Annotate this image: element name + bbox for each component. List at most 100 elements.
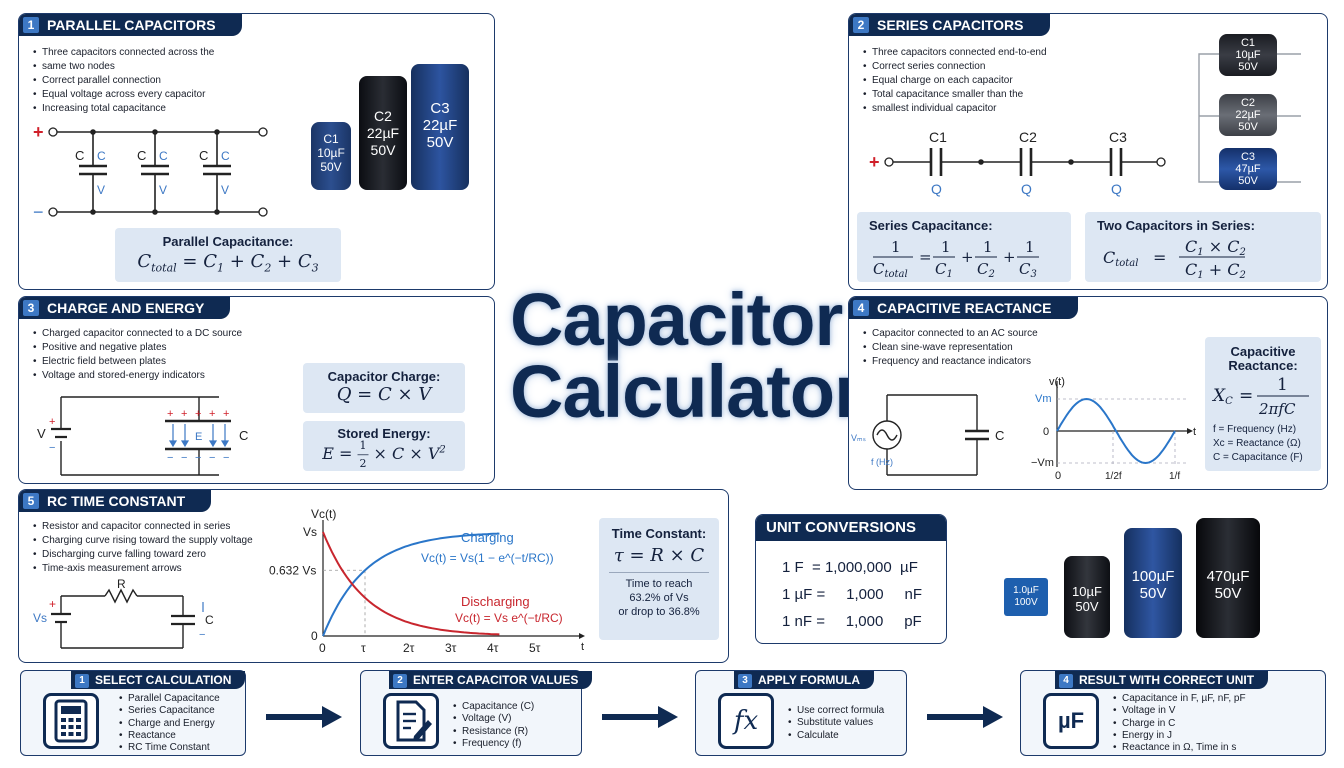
plus-terminal: + bbox=[33, 122, 44, 142]
svg-text:+: + bbox=[223, 408, 229, 420]
bullet-list: Capacitor connected to an AC source Clea… bbox=[863, 327, 1083, 369]
bullet-item: Electric field between plates bbox=[33, 355, 283, 369]
svg-text:1: 1 bbox=[1277, 375, 1288, 395]
step-item: Resistance (R) bbox=[453, 726, 534, 739]
legend-item: Xc = Reactance (Ω) bbox=[1213, 438, 1301, 449]
svg-text:C3: C3 bbox=[1019, 260, 1037, 280]
x-tick-label: 4τ bbox=[487, 641, 499, 655]
bullet-item: Time-axis measurement arrows bbox=[33, 562, 283, 576]
step-number: 1 bbox=[75, 674, 89, 688]
svg-text:1: 1 bbox=[941, 238, 951, 256]
step-title-text: ENTER CAPACITOR VALUES bbox=[413, 673, 579, 687]
svg-text:−: − bbox=[195, 452, 201, 464]
capacitor-value: 22µF bbox=[422, 117, 458, 134]
unit-name: µF bbox=[900, 559, 918, 576]
x-tick-label: 2τ bbox=[403, 641, 415, 655]
energy-formula: E = 1―2 × C × V2 bbox=[322, 439, 446, 470]
step-list: Use correct formula Substitute values Ca… bbox=[788, 705, 884, 742]
resistor-label: R bbox=[117, 577, 126, 591]
step-number: 4 bbox=[1059, 674, 1073, 688]
bullet-item: Frequency and reactance indicators bbox=[863, 355, 1083, 369]
charging-equation: Vc(t) = Vs(1 − e^(−t/RC)) bbox=[421, 551, 554, 565]
bullet-item: Capacitor connected to an AC source bbox=[863, 327, 1083, 341]
svg-text:−: − bbox=[181, 452, 187, 464]
svg-text:=: = bbox=[1239, 386, 1253, 406]
svg-text:−: − bbox=[167, 452, 173, 464]
step-title-text: RESULT WITH CORRECT UNIT bbox=[1079, 673, 1255, 687]
zero-label: 0 bbox=[1043, 426, 1049, 438]
bullet-list: Charged capacitor connected to a DC sour… bbox=[33, 327, 283, 383]
note-line: Time to reach bbox=[625, 578, 693, 590]
panel-unit-conversions: UNIT CONVERSIONS 1 F = 1,000,000 µF 1 µF… bbox=[755, 514, 947, 644]
capacitor-name: C2 bbox=[1240, 97, 1256, 109]
bullet-list: Resistor and capacitor connected in seri… bbox=[33, 520, 283, 576]
parallel-circuit-diagram: + − C C V C C V C C V bbox=[33, 122, 268, 222]
cap-label: C1 bbox=[929, 129, 947, 145]
panel-title-text: RC TIME CONSTANT bbox=[47, 493, 186, 509]
y-zero-label: 0 bbox=[311, 629, 318, 643]
formula-label: Series Capacitance: bbox=[869, 218, 993, 233]
capacitor-name: C3 bbox=[1240, 151, 1256, 163]
arrow-right-icon bbox=[602, 706, 678, 728]
parallel-formula: Ctotal = C1 + C2 + C3 bbox=[137, 251, 319, 275]
capacitor-voltage: 50V bbox=[426, 134, 454, 151]
unit-eq: = bbox=[816, 613, 825, 630]
unit-eq: = bbox=[816, 586, 826, 603]
capacitor-value: 1.0µF bbox=[1013, 585, 1039, 596]
capacitor-photo-1uf: 1.0µF 100V bbox=[1004, 578, 1048, 616]
svg-text:C1 × C2: C1 × C2 bbox=[1185, 237, 1246, 258]
formula-label: Two Capacitors in Series: bbox=[1097, 218, 1255, 233]
reactance-legend: f = Frequency (Hz) Xc = Reactance (Ω) C … bbox=[1213, 423, 1303, 465]
parallel-branch-1: C C V bbox=[75, 129, 107, 215]
svg-text:C2: C2 bbox=[977, 260, 995, 280]
function-icon-text: fx bbox=[733, 706, 759, 736]
capacitor-value: 22µF bbox=[366, 125, 400, 141]
bullet-item: Charging curve rising toward the supply … bbox=[33, 534, 283, 548]
charge-formula-box: Capacitor Charge: Q = C × V bbox=[303, 363, 465, 413]
unit-value: 1,000 bbox=[845, 613, 884, 630]
x-tick-label: 5τ bbox=[529, 641, 541, 655]
discharging-label: Discharging bbox=[461, 594, 530, 609]
step-item: Use correct formula bbox=[788, 705, 884, 718]
panel-title-text: CAPACITIVE REACTANCE bbox=[877, 300, 1052, 316]
panel-title: 2 SERIES CAPACITORS bbox=[849, 14, 1050, 36]
capacitor-label: C bbox=[995, 428, 1004, 443]
reactance-formula-box: Capacitive Reactance: XC = 1 2πfC f = Fr… bbox=[1205, 337, 1321, 471]
capacitor-photo-10uf: 10µF 50V bbox=[1064, 556, 1110, 638]
capacitor-voltage: 50V bbox=[1075, 599, 1099, 614]
panel-number: 5 bbox=[23, 493, 39, 509]
cap-label: C2 bbox=[1019, 129, 1037, 145]
capacitor-value: 47µF bbox=[1235, 163, 1261, 175]
formula-label: Time Constant: bbox=[611, 526, 707, 541]
panel-title-text: PARALLEL CAPACITORS bbox=[47, 17, 216, 33]
step-number: 2 bbox=[393, 674, 407, 688]
capacitor-voltage: 50V bbox=[1139, 585, 1167, 602]
svg-text:−: − bbox=[223, 452, 229, 464]
panel-title-text: SERIES CAPACITORS bbox=[877, 17, 1024, 33]
cap-label: C bbox=[75, 148, 84, 163]
rc-circuit-diagram: R + Vs C − bbox=[33, 577, 214, 649]
discharging-curve bbox=[322, 531, 500, 636]
bullet-item: same two nodes bbox=[33, 60, 233, 74]
origin-label: 0 bbox=[1055, 470, 1061, 482]
panel-number: 2 bbox=[853, 17, 869, 33]
step-title: 4 RESULT WITH CORRECT UNIT bbox=[1055, 671, 1269, 689]
x-tick-label: 0 bbox=[319, 641, 326, 655]
step-title: 2 ENTER CAPACITOR VALUES bbox=[389, 671, 593, 689]
time-constant-note: Time to reach 63.2% of Vs or drop to 36.… bbox=[599, 577, 719, 619]
unit-name: pF bbox=[904, 613, 922, 630]
two-series-formula: Ctotal = C1 × C2 C1 + C2 bbox=[1103, 237, 1246, 281]
parallel-branch-2: C C V bbox=[137, 129, 169, 215]
svg-text:2πfC: 2πfC bbox=[1258, 400, 1296, 418]
panel-rc-time-constant: 5 RC TIME CONSTANT Resistor and capacitor… bbox=[18, 489, 729, 663]
capacitor-voltage: 50V bbox=[1238, 121, 1258, 133]
formula-label: Stored Energy: bbox=[337, 426, 431, 441]
bullet-item: Total capacitance smaller than the bbox=[863, 88, 1073, 102]
svg-text:+: + bbox=[49, 416, 55, 428]
step-number: 3 bbox=[738, 674, 752, 688]
